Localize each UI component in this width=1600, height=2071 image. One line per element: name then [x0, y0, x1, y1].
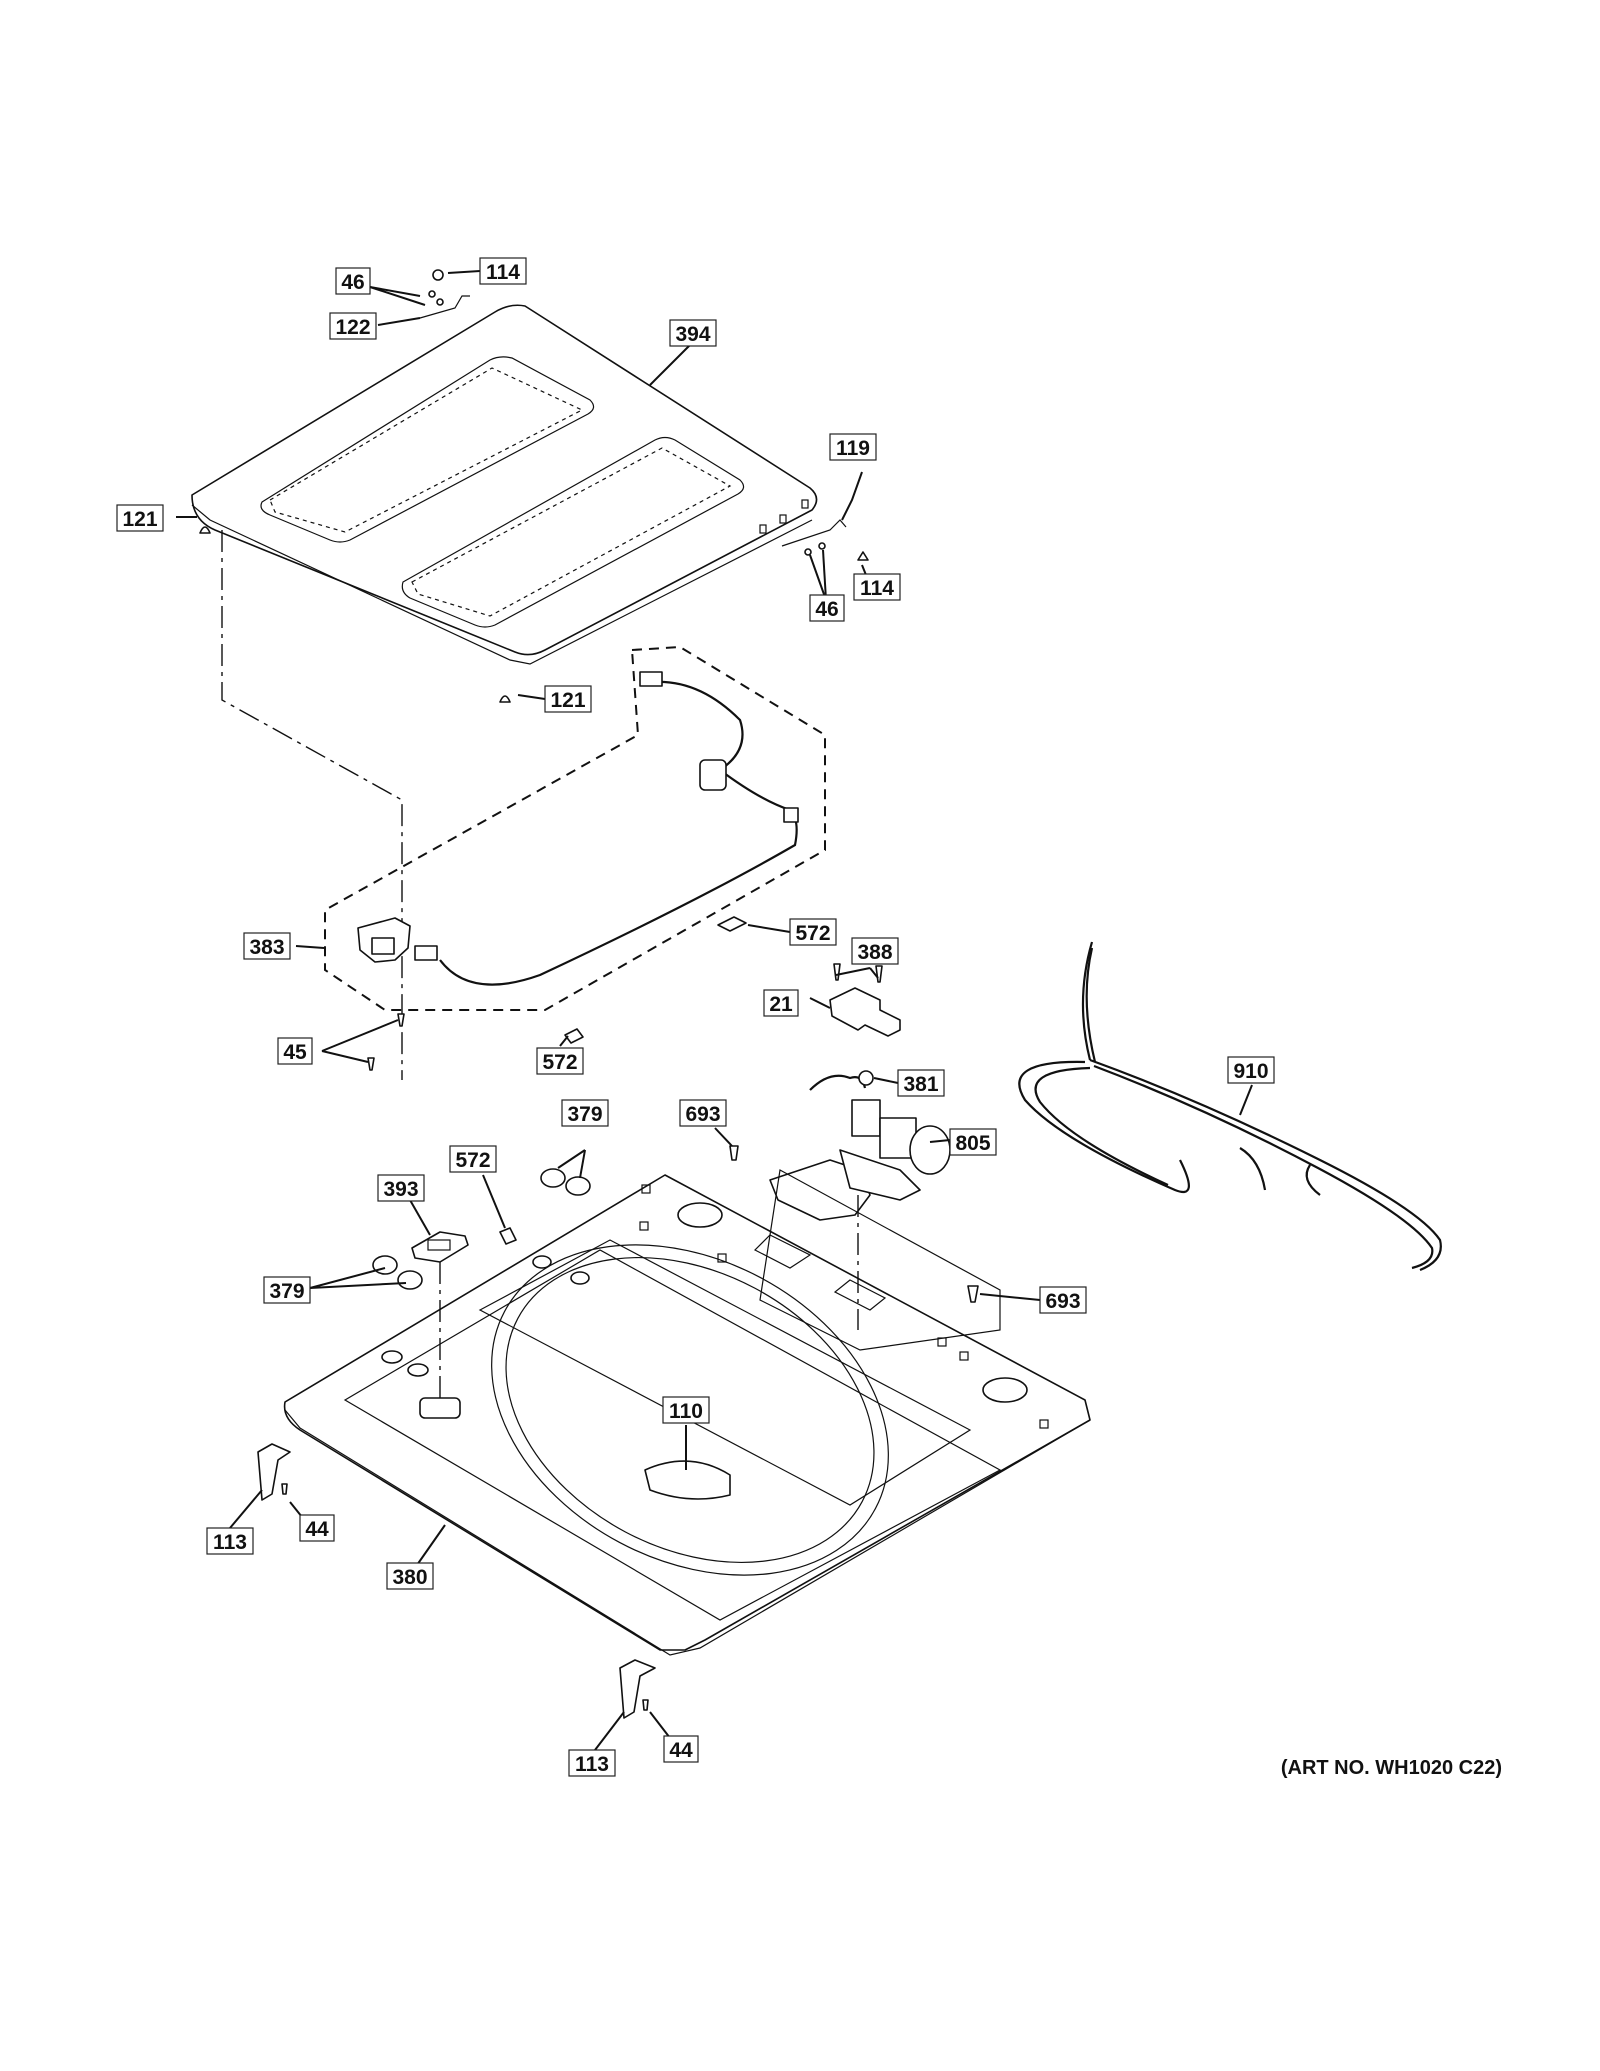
bumper-121-left [199, 526, 211, 534]
svg-text:21: 21 [769, 993, 793, 1016]
callout-572-right: 572 [789, 918, 837, 946]
svg-text:380: 380 [392, 1566, 427, 1589]
svg-text:379: 379 [269, 1280, 304, 1303]
callout-114-right: 114 [853, 573, 901, 601]
callout-labels: 46 114 122 394 119 121 46 114 121 383 57… [116, 257, 1275, 1777]
lid-lock-group-boundary [324, 645, 826, 1011]
callout-45: 45 [277, 1037, 313, 1065]
top-hinge-hardware [419, 269, 869, 561]
callout-113-bottom: 113 [568, 1749, 616, 1777]
callout-121-left: 121 [116, 504, 164, 532]
svg-text:46: 46 [815, 598, 838, 621]
callout-379-top: 379 [561, 1099, 609, 1127]
clip-572-left [499, 1227, 517, 1245]
svg-text:572: 572 [455, 1149, 490, 1172]
callout-44-bottom: 44 [663, 1735, 699, 1763]
lid-lock-bracket-393 [411, 1231, 469, 1263]
svg-text:379: 379 [567, 1103, 602, 1126]
callout-114-top: 114 [479, 257, 527, 285]
svg-text:910: 910 [1233, 1060, 1268, 1083]
svg-text:121: 121 [550, 689, 585, 712]
callout-113-left: 113 [206, 1527, 254, 1555]
clip-572-right [717, 916, 747, 932]
top-lid-panel [191, 304, 818, 665]
screw-693-top [729, 1145, 739, 1161]
caps-379 [372, 1168, 591, 1290]
svg-text:45: 45 [283, 1041, 307, 1064]
svg-text:44: 44 [669, 1739, 693, 1762]
svg-text:121: 121 [122, 508, 157, 531]
lid-lock-harness [357, 671, 799, 986]
svg-text:381: 381 [903, 1073, 938, 1096]
callout-46-top: 46 [335, 267, 371, 295]
svg-text:113: 113 [575, 1753, 609, 1776]
svg-text:388: 388 [857, 941, 892, 964]
callout-121-mid: 121 [544, 685, 592, 713]
bracket-21 [829, 963, 901, 1037]
callout-110: 110 [662, 1396, 710, 1424]
svg-text:394: 394 [675, 323, 710, 346]
callout-572-left: 572 [449, 1145, 497, 1173]
svg-text:44: 44 [305, 1518, 329, 1541]
hinge-113-bottom [619, 1659, 656, 1719]
callout-122: 122 [329, 312, 377, 340]
callout-21: 21 [763, 989, 799, 1017]
callout-383: 383 [243, 932, 291, 960]
svg-text:805: 805 [955, 1132, 990, 1155]
svg-text:113: 113 [213, 1531, 247, 1554]
svg-text:114: 114 [486, 261, 520, 284]
callout-119: 119 [829, 433, 877, 461]
svg-text:693: 693 [1045, 1290, 1080, 1313]
callout-388: 388 [851, 937, 899, 965]
screws-45 [367, 1013, 405, 1071]
svg-text:572: 572 [795, 922, 830, 945]
art-number: (ART NO. WH1020 C22) [1281, 1757, 1502, 1779]
svg-text:122: 122 [335, 316, 370, 339]
screw-693-right [967, 1285, 979, 1303]
callout-44-left: 44 [299, 1514, 335, 1542]
svg-text:46: 46 [341, 271, 364, 294]
callout-693-right: 693 [1039, 1286, 1087, 1314]
callout-394: 394 [669, 319, 717, 347]
callout-693-top: 693 [679, 1099, 727, 1127]
svg-text:119: 119 [836, 437, 870, 460]
callout-393: 393 [377, 1174, 425, 1202]
callout-381: 381 [897, 1069, 945, 1097]
svg-text:114: 114 [860, 577, 894, 600]
callout-380: 380 [386, 1562, 434, 1590]
hinge-113-left [257, 1443, 291, 1501]
callout-910: 910 [1227, 1056, 1275, 1084]
svg-text:110: 110 [669, 1400, 703, 1423]
callout-805: 805 [949, 1128, 997, 1156]
bumper-121-mid [499, 695, 511, 703]
callout-572-lower: 572 [536, 1047, 584, 1075]
clip-572-lower [564, 1028, 584, 1044]
svg-text:393: 393 [383, 1178, 418, 1201]
alignment-line-lid [221, 530, 403, 1080]
callout-379-left: 379 [263, 1276, 311, 1304]
callout-46-right: 46 [809, 594, 845, 622]
wire-harness-910 [1018, 941, 1442, 1272]
svg-text:383: 383 [249, 936, 284, 959]
svg-text:572: 572 [542, 1051, 577, 1074]
svg-text:693: 693 [685, 1103, 720, 1126]
